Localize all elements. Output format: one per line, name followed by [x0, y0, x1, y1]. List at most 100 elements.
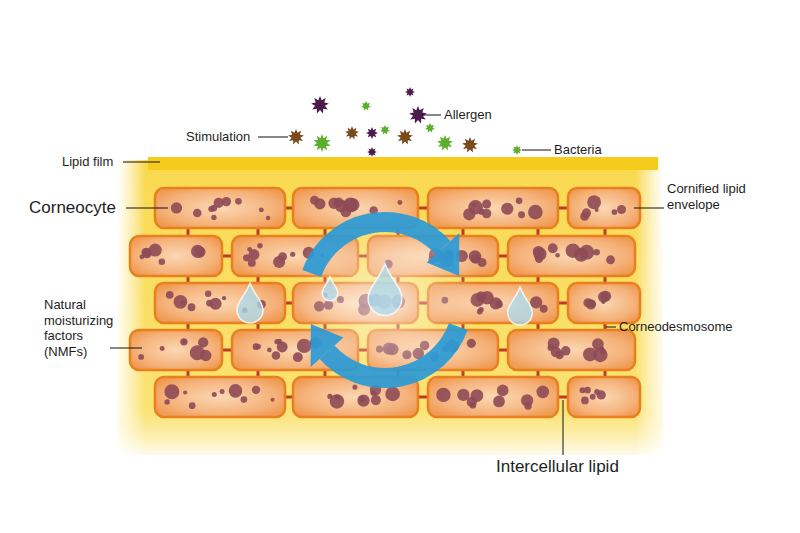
nmf-dot: [330, 394, 344, 408]
nmf-dot: [581, 397, 589, 405]
nmf-dot: [208, 206, 214, 212]
leader-line: [258, 137, 288, 138]
nmf-dot: [241, 396, 248, 403]
particle: [345, 126, 359, 140]
cornified-envelope: [428, 377, 558, 417]
part-label: Corneocyte: [29, 198, 116, 218]
nmf-dot: [601, 300, 605, 304]
nmf-dot: [583, 347, 597, 361]
nmf-dot: [220, 389, 225, 394]
nmf-dot: [482, 200, 491, 209]
nmf-dot: [580, 387, 586, 393]
circulation-arrow: [327, 327, 458, 378]
leader-line: [123, 162, 160, 163]
corneocyte: [155, 188, 285, 228]
particle: [462, 137, 478, 153]
particle: [512, 145, 522, 155]
corneocyte: [568, 377, 640, 417]
circulation-arrows: [311, 222, 460, 378]
nmf-dot: [606, 255, 615, 264]
nmf-dot: [518, 211, 525, 218]
nmf-dot: [551, 347, 561, 357]
water-drop: [322, 277, 338, 301]
corneocyte: [568, 283, 640, 323]
corneocyte: [508, 330, 635, 370]
nmf-dot: [235, 198, 242, 205]
leader-lines: [110, 115, 664, 455]
nmf-dot: [247, 247, 252, 252]
nmf-dot: [463, 208, 475, 220]
circulation-arrowhead: [311, 324, 344, 367]
cornified-envelope: [155, 188, 285, 228]
surface-particles: [288, 87, 522, 157]
nmf-dot: [159, 258, 166, 265]
particle: [380, 125, 390, 135]
particle: [437, 135, 453, 151]
nmf-dot: [166, 291, 174, 299]
nmf-dot: [193, 209, 202, 218]
nmf-dot: [138, 354, 144, 360]
corneocyte: [428, 377, 558, 417]
nmf-dot: [600, 349, 606, 355]
nmf-dot: [335, 394, 340, 399]
nmf-dot: [516, 198, 523, 205]
corneocyte-layer: [130, 188, 640, 417]
nmf-dot: [160, 346, 165, 351]
nmf-dot: [593, 249, 600, 256]
nmf-dot: [212, 392, 217, 397]
nmf-dot: [267, 348, 272, 353]
part-label: Natural moisturizing factors (NMFs): [44, 297, 108, 359]
nmf-dot: [521, 394, 533, 406]
nmf-dot: [357, 395, 369, 407]
nmf-dot: [255, 344, 261, 350]
corneocyte: [155, 283, 285, 323]
particle: [313, 134, 330, 152]
nmf-dot: [222, 296, 226, 300]
nmf-dot: [274, 339, 279, 344]
circulation-glow: [290, 205, 480, 395]
nmf-dot: [183, 390, 187, 394]
corneocyte: [568, 188, 640, 228]
leader-line: [110, 348, 142, 349]
leader-line: [606, 327, 616, 328]
nmf-dot: [528, 205, 543, 220]
corneocyte: [130, 236, 222, 276]
nmf-dot: [180, 338, 187, 345]
cornified-envelope: [130, 236, 222, 276]
particle: [288, 129, 304, 145]
leader-line: [422, 115, 441, 116]
part-label: Stimulation: [186, 129, 250, 145]
nmf-dot: [266, 216, 271, 221]
nmf-dot: [252, 386, 260, 394]
nmf-dot: [205, 291, 211, 297]
particle: [425, 123, 435, 133]
nmf-dot: [171, 202, 182, 213]
circulation-arrowhead: [427, 233, 460, 276]
lipid-matrix-fade: [118, 160, 663, 455]
water-drop: [508, 287, 533, 325]
part-label: Intercellular lipid: [496, 457, 619, 477]
nmf-dot: [310, 196, 319, 205]
nmf-dot: [536, 386, 549, 399]
water-drop: [368, 263, 402, 315]
nmf-dot: [191, 245, 204, 258]
nmf-dot: [198, 337, 208, 347]
part-label: Allergen: [444, 107, 492, 123]
nmf-dot: [243, 254, 250, 261]
nmf-dot: [590, 394, 596, 400]
nmf-dot: [533, 247, 546, 260]
leader-line: [522, 150, 551, 151]
nmf-dot: [594, 389, 600, 395]
nmf-dot: [397, 200, 402, 205]
nmf-dot: [142, 249, 151, 258]
cornified-envelope: [568, 188, 640, 228]
leader-line: [126, 208, 168, 209]
cornified-envelope: [155, 283, 285, 323]
nmf-dot: [587, 195, 601, 209]
nmf-dot: [555, 253, 560, 258]
nmf-dot: [540, 305, 548, 313]
particle: [367, 147, 377, 157]
nmf-dot: [472, 203, 476, 207]
water-drops: [237, 263, 532, 325]
